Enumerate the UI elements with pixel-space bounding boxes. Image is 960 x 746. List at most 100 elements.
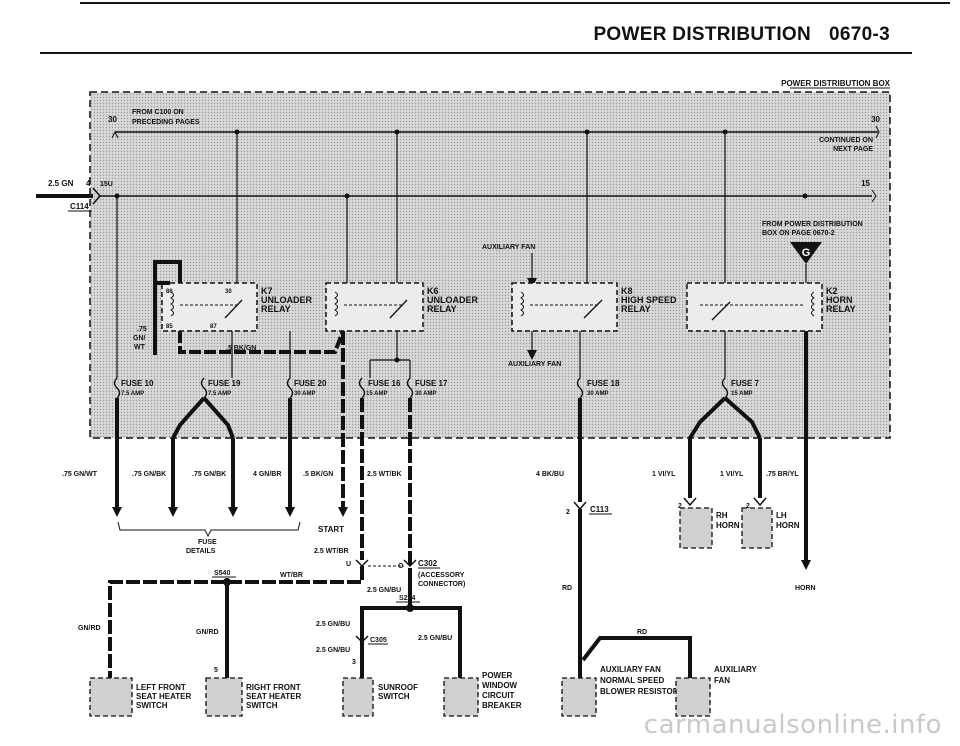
c302-desc-1: (ACCESSORY	[418, 572, 465, 579]
fuse-7-name: FUSE 7	[731, 379, 760, 388]
fuse-20	[286, 377, 294, 399]
comp-8-line2: HORN	[776, 521, 800, 530]
comp-3-line1: SUNROOF	[378, 683, 418, 692]
wire-label-5: .5 BK/GN	[303, 471, 333, 478]
pin-2-lh: 2	[746, 503, 750, 510]
g-connector-icon	[790, 242, 822, 264]
relay-k7	[161, 282, 258, 332]
wire-label-6: 2.5 WT/BK	[367, 471, 402, 478]
wire-label-7: 4 BK/BU	[536, 471, 564, 478]
rd-label-2: RD	[637, 629, 647, 636]
pin-2-rh: 2	[678, 503, 682, 510]
w75-label-2: GN/	[133, 335, 146, 342]
fuse-17	[406, 377, 414, 399]
wire-25gnbu-d: 2.5 GN/BU	[316, 647, 350, 654]
wire-label-10: .75 BR/YL	[766, 471, 799, 478]
comp-5-line1: AUXILIARY FAN	[600, 665, 661, 674]
comp-8-line1: LH	[776, 511, 787, 520]
left-front-seat-heater-switch	[89, 677, 133, 717]
wire-25wtbr-label: 2.5 WT/BR	[314, 548, 349, 555]
terminal-15u: 15U	[100, 181, 113, 188]
relay-pin-85: 85	[166, 324, 173, 330]
top-border	[80, 2, 950, 4]
gnrd-left-label: GN/RD	[78, 625, 101, 632]
c113-label: C113	[590, 505, 609, 514]
relay-pin-30: 30	[225, 289, 232, 295]
relay-k8-line2: RELAY	[621, 304, 651, 314]
continued-label: CONTINUED ON	[819, 137, 873, 144]
s540-label: S540	[214, 570, 230, 577]
fuse-7-rating: 15 AMP	[731, 391, 752, 397]
fuse-19	[200, 377, 208, 399]
wire-label-1: .75 GN/WT	[62, 471, 98, 478]
aux-fan-normal-speed-blower-resistor	[561, 677, 597, 717]
fuse-17-name: FUSE 17	[415, 379, 448, 388]
fuse-20-rating: 30 AMP	[294, 391, 315, 397]
terminal-30-right: 30	[871, 115, 880, 124]
relay-k6-line2: RELAY	[427, 304, 457, 314]
pin-2-c113: 2	[566, 509, 570, 516]
comp-4-line1: POWER	[482, 671, 512, 680]
c305-label: C305	[370, 637, 387, 644]
from-c100-label: FROM C100 ON	[132, 109, 184, 116]
right-front-seat-heater-switch	[205, 677, 243, 717]
comp-3-line2: SWITCH	[378, 692, 410, 701]
relay-k2-line1: HORN	[826, 295, 853, 305]
relay-pin-86: 86	[166, 289, 173, 295]
comp-2-line2: SEAT HEATER	[246, 692, 301, 701]
fuse-10-name: FUSE 10	[121, 379, 154, 388]
k7-loop-wire	[153, 260, 182, 285]
pin-4: 4	[86, 179, 91, 188]
relay-k8-line1: HIGH SPEED	[621, 295, 677, 305]
w5bkgn-label: .5 BK/GN	[226, 345, 256, 352]
lh-horn	[741, 507, 773, 549]
aux-fan-bottom-label: AUXILIARY FAN	[508, 361, 561, 368]
watermark: carmanualsonline.info	[643, 710, 942, 740]
comp-7-line1: RH	[716, 511, 728, 520]
wire-label-8: 1 VI/YL	[652, 471, 676, 478]
fuse-20-name: FUSE 20	[294, 379, 327, 388]
relay-k7-line1: UNLOADER	[261, 295, 312, 305]
fuse-10-rating: 7.5 AMP	[121, 391, 144, 397]
relay-k6-line1: UNLOADER	[427, 295, 478, 305]
wire-25gnbu-b: 2.5 GN/BU	[316, 621, 350, 628]
comp-4-line4: BREAKER	[482, 701, 522, 710]
relay-pin-87: 87	[210, 324, 217, 330]
comp-5-line3: BLOWER RESISTOR	[600, 687, 679, 696]
comp-6-line1: AUXILIARY	[714, 665, 757, 674]
start-label: START	[318, 525, 344, 534]
comp-1-line2: SEAT HEATER	[136, 692, 191, 701]
relay-k8-id: K8	[621, 286, 633, 296]
wire-label-3: .75 GN/BK	[192, 471, 226, 478]
c114-label: C114	[70, 202, 89, 211]
terminal-30-left: 30	[108, 115, 117, 124]
wtbr-label: WT/BR	[280, 572, 303, 579]
relay-k6-id: K6	[427, 286, 439, 296]
terminal-15-right: 15	[861, 179, 870, 188]
fuse-details-1: FUSE	[198, 539, 217, 546]
comp-2-line3: SWITCH	[246, 701, 278, 710]
relay-k6	[325, 282, 424, 332]
power-distribution-box	[89, 91, 891, 439]
c302-label: C302	[418, 559, 438, 568]
fuse-16	[358, 377, 366, 399]
comp-2-line1: RIGHT FRONT	[246, 683, 301, 692]
gnrd-mid-label: GN/RD	[196, 629, 219, 636]
relay-k2	[686, 282, 823, 332]
fuse-17-rating: 30 AMP	[415, 391, 436, 397]
s224-label: S224	[399, 595, 415, 602]
fuse-18-rating: 30 AMP	[587, 391, 608, 397]
fuse-16-rating: 15 AMP	[366, 391, 387, 397]
from-pdb-label-1: FROM POWER DISTRIBUTION	[762, 221, 863, 228]
relay-k2-id: K2	[826, 286, 838, 296]
box-title: POWER DISTRIBUTION BOX	[781, 79, 891, 88]
comp-4-line3: CIRCUIT	[482, 691, 515, 700]
aux-fan-top-label: AUXILIARY FAN	[482, 244, 535, 251]
wire-label-9: 1 VI/YL	[720, 471, 744, 478]
comp-1-line3: SWITCH	[136, 701, 168, 710]
relay-k8	[511, 282, 618, 332]
wire-25gnbu-c: 2.5 GN/BU	[418, 635, 452, 642]
relay-k7-id: K7	[261, 286, 273, 296]
